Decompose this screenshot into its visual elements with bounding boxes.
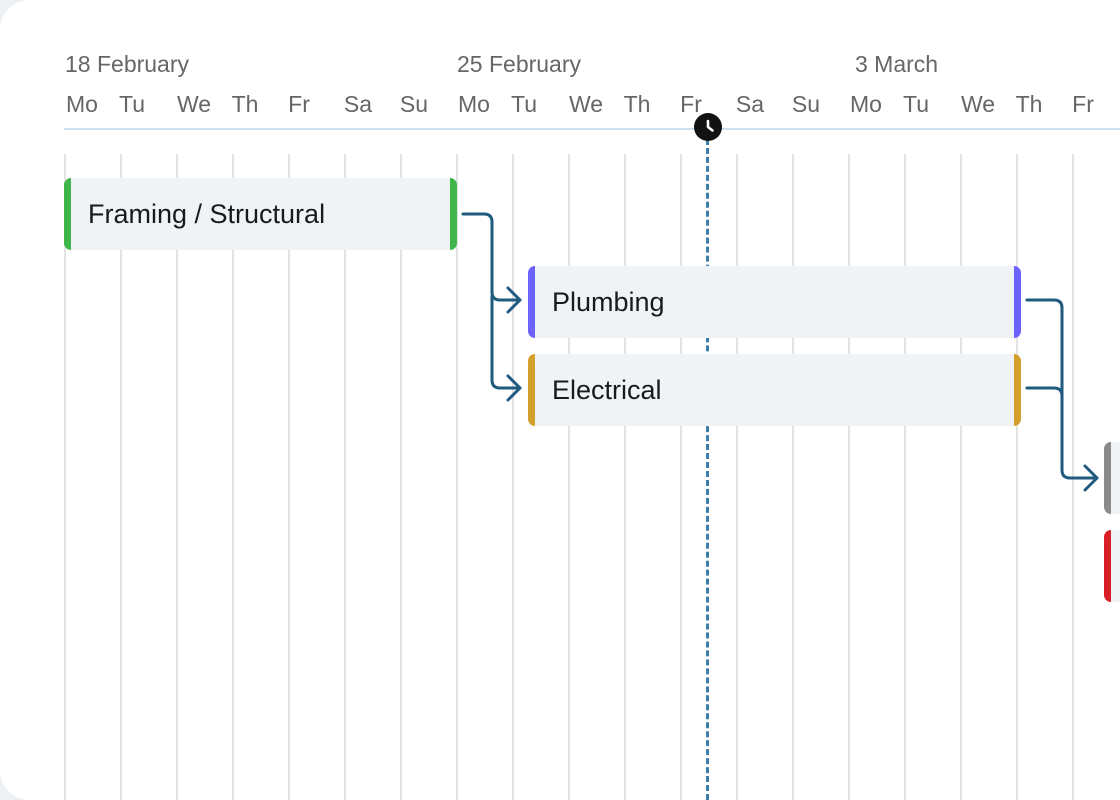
task-bar[interactable]: Framing / Structural — [64, 178, 457, 250]
grid-line — [288, 154, 290, 800]
week-label: 18 February — [65, 51, 190, 77]
day-label: Tu — [511, 91, 537, 117]
grid-line — [624, 154, 626, 800]
arrow-head — [1083, 464, 1099, 492]
day-label: We — [960, 91, 996, 117]
day-label: We — [176, 91, 212, 117]
day-label: Fr — [680, 91, 702, 117]
day-label: Fr — [1072, 91, 1094, 117]
grid-line — [792, 154, 794, 800]
dependency-arrow — [490, 294, 522, 390]
grid-line — [176, 154, 178, 800]
today-line — [706, 130, 709, 800]
task-label: Electrical — [552, 375, 662, 405]
dependency-arrow — [1025, 386, 1064, 398]
week-label: 25 February — [457, 51, 582, 77]
day-label: Th — [231, 91, 259, 117]
day-label: Mo — [458, 91, 490, 117]
day-label: Mo — [66, 91, 98, 117]
task-label: Plumbing — [552, 287, 665, 317]
grid-line — [848, 154, 850, 800]
grid-line — [1016, 154, 1018, 800]
day-label: Tu — [119, 91, 145, 117]
week-label: 3 March — [855, 51, 939, 77]
day-label: Sa — [735, 91, 765, 117]
task-label: Framing / Structural — [88, 199, 326, 229]
clock-icon[interactable] — [694, 113, 722, 141]
grid-line — [512, 154, 514, 800]
day-label: Th — [1015, 91, 1043, 117]
arrow-head — [506, 286, 522, 314]
day-label: Su — [791, 91, 821, 117]
day-label: Su — [399, 91, 429, 117]
day-label: Mo — [850, 91, 882, 117]
arrow-head — [506, 374, 522, 402]
dependency-arrow — [461, 212, 522, 302]
day-label: We — [568, 91, 604, 117]
grid-line — [120, 154, 122, 800]
day-label: Sa — [343, 91, 373, 117]
grid-line — [456, 154, 458, 800]
grid-line — [736, 154, 738, 800]
task-bar[interactable] — [1104, 530, 1120, 602]
day-label: Th — [623, 91, 651, 117]
day-label: Fr — [288, 91, 310, 117]
task-bar[interactable]: Electrical — [528, 354, 1021, 426]
task-bar[interactable] — [1104, 442, 1120, 514]
grid-line — [64, 154, 66, 800]
grid-line — [568, 154, 570, 800]
grid-line — [904, 154, 906, 800]
task-bar[interactable]: Plumbing — [528, 266, 1021, 338]
grid-line — [344, 154, 346, 800]
grid-line — [232, 154, 234, 800]
header-divider — [64, 128, 1120, 130]
grid-line — [680, 154, 682, 800]
dependency-arrow — [1025, 298, 1099, 480]
day-label: Tu — [903, 91, 929, 117]
grid-line — [960, 154, 962, 800]
grid-line — [400, 154, 402, 800]
